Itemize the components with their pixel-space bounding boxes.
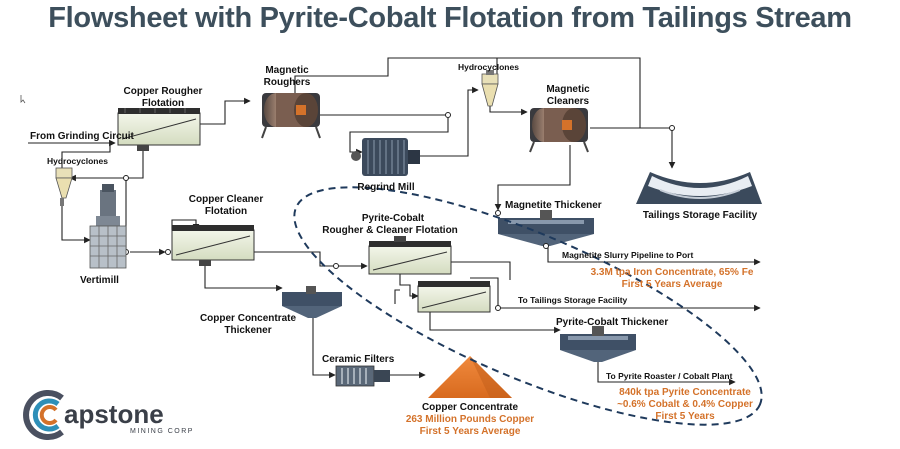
label-pyrite-cobalt-2: Rougher & Cleaner Flotation bbox=[322, 225, 458, 236]
copper-concentrate-pile bbox=[428, 356, 512, 398]
copper-cleaner-flotation-cell bbox=[171, 225, 255, 266]
logo-sub: MINING CORP bbox=[130, 428, 194, 435]
label-regrind-mill: Regrind Mill bbox=[357, 182, 414, 193]
label-magnetic-roughers-2: Roughers bbox=[264, 77, 311, 88]
label-magnetic-cleaners-2: Cleaners bbox=[547, 96, 590, 107]
vertimill bbox=[89, 184, 127, 269]
logo-mark-icon bbox=[23, 390, 64, 440]
pyrite-cobalt-thickener bbox=[560, 326, 636, 362]
label-hydrocyclones-top: Hydrocyclones bbox=[458, 62, 519, 72]
label-copper-rougher-2: Flotation bbox=[142, 98, 184, 109]
label-magnetite-pipeline: Magnetite Slurry Pipeline to Port bbox=[562, 250, 693, 260]
label-magnetite-thickener: Magnetite Thickener bbox=[505, 200, 602, 211]
magnetic-cleaners-drum bbox=[529, 108, 589, 153]
logo-name: apstone bbox=[64, 399, 164, 429]
magnetic-roughers-drum bbox=[261, 93, 321, 139]
copper-concentrate-thickener bbox=[282, 286, 342, 318]
output-pyrite-1: 840k tpa Pyrite Concentrate bbox=[619, 387, 751, 398]
label-copper-conc-thickener-2: Thickener bbox=[224, 325, 271, 336]
output-copper-1: 263 Million Pounds Copper bbox=[406, 414, 534, 425]
output-pyrite-3: First 5 Years bbox=[655, 411, 715, 422]
label-copper-cleaner-1: Copper Cleaner bbox=[189, 194, 264, 205]
output-iron-1: 3.3M tpa Iron Concentrate, 65% Fe bbox=[591, 267, 754, 278]
label-tailings-storage: Tailings Storage Facility bbox=[643, 210, 758, 221]
label-copper-cleaner-2: Flotation bbox=[205, 206, 247, 217]
hydrocyclone-left bbox=[55, 167, 73, 206]
tailings-storage-facility bbox=[636, 172, 762, 204]
page-title: Flowsheet with Pyrite-Cobalt Flotation f… bbox=[48, 2, 852, 34]
magnetite-thickener bbox=[498, 210, 594, 249]
pyrite-cobalt-cleaner-cell bbox=[417, 281, 491, 313]
pyrite-cobalt-circuit-outline bbox=[293, 186, 763, 426]
pyrite-cobalt-rougher-cell bbox=[368, 236, 452, 275]
regrind-mill bbox=[351, 138, 420, 176]
label-hydrocyclones-left: Hydrocyclones bbox=[47, 156, 108, 166]
output-copper-2: First 5 Years Average bbox=[420, 426, 521, 437]
flow-lines bbox=[28, 57, 761, 386]
ceramic-filters bbox=[335, 365, 390, 387]
label-ceramic-filters: Ceramic Filters bbox=[322, 354, 395, 365]
label-pyrite-thickener: Pyrite-Cobalt Thickener bbox=[556, 317, 668, 328]
output-iron-2: First 5 Years Average bbox=[622, 279, 723, 290]
label-to-tailings: To Tailings Storage Facility bbox=[518, 295, 628, 305]
label-copper-rougher-1: Copper Rougher bbox=[124, 86, 203, 97]
hydrocyclone-top bbox=[481, 70, 499, 107]
label-from-grinding: From Grinding Circuit bbox=[30, 131, 135, 142]
label-magnetic-roughers-1: Magnetic bbox=[265, 65, 309, 76]
label-copper-conc-thickener-1: Copper Concentrate bbox=[200, 313, 297, 324]
label-vertimill: Vertimill bbox=[80, 275, 119, 286]
label-pyrite-cobalt-1: Pyrite-Cobalt bbox=[362, 213, 425, 224]
capstone-logo: apstone MINING CORP bbox=[23, 390, 194, 440]
label-magnetic-cleaners-1: Magnetic bbox=[546, 84, 590, 95]
copper-rougher-flotation-cell bbox=[117, 108, 201, 151]
label-to-pyrite-roaster: To Pyrite Roaster / Cobalt Plant bbox=[606, 371, 733, 381]
label-copper-concentrate: Copper Concentrate bbox=[422, 402, 519, 413]
output-pyrite-2: ~0.6% Cobalt & 0.4% Copper bbox=[617, 399, 753, 410]
cursor-icon bbox=[20, 95, 26, 104]
